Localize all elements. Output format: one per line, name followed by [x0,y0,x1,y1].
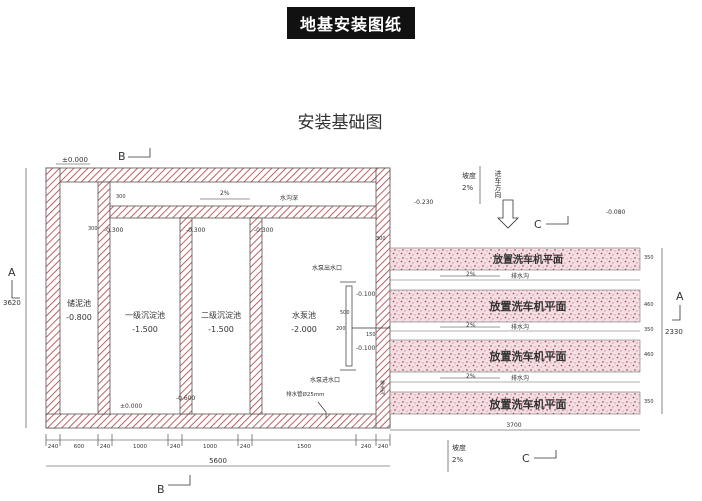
dim-segment-label: 240 [378,444,389,450]
pump-pipes [317,281,390,418]
ditch-pct-1: 2% [466,271,476,278]
page-title-banner: 地基安装图纸 [287,7,415,39]
drawing-title: 安装基础图 [298,113,383,133]
room-level-grit: -0.800 [66,313,92,322]
level-small-3: -0.300 [254,227,274,234]
section-c-top: C [534,218,542,231]
dim-segment-label: 240 [100,444,111,450]
level-apron-right: -0.080 [606,209,626,216]
drainage-right-label: 排水沟 [379,379,385,396]
foundation-drawing: 安装基础图 放置洗车机平面 放置洗车机平面 放置洗车机平面 放置洗车机平面 排水… [0,100,702,497]
slope-bottom-pct: 2% [452,456,463,464]
dim-segment-label: 1000 [203,444,217,450]
ditch-top-pct: 2% [220,190,230,197]
room-level-sed2: -1.500 [208,325,234,334]
dim-right-segment-label: 460 [644,352,654,358]
section-b-top: B [118,150,126,163]
room-level-sed1: -1.500 [132,325,158,334]
section-c-bottom: C [522,452,530,465]
room-label-grit: 储泥池 [67,298,91,308]
section-a-right: A [676,290,684,303]
level-bottom-mid: -0.600 [176,395,196,402]
foundation-plan-svg: 安装基础图 放置洗车机平面 放置洗车机平面 放置洗车机平面 放置洗车机平面 排水… [3,113,684,496]
dim-200: 200 [336,326,346,332]
level-top: ±0.000 [62,156,88,164]
dim-300a: 300 [116,194,126,200]
dim-300b: 300 [88,226,98,232]
room-label-sed2: 二级沉淀池 [201,310,241,320]
section-b-bottom: B [157,483,165,496]
level-small-2: -0.300 [186,227,206,234]
dim-segment-label: 1500 [297,444,311,450]
dim-total: 5600 [209,457,227,465]
dim-left-total: 3620 [3,299,21,307]
ditch-label-1: 排水沟 [511,272,529,280]
platform-label-4: 放置洗车机平面 [489,397,567,411]
ditch-pct-2: 2% [466,322,476,329]
dim-segment-label: 240 [170,444,181,450]
bottom-dimension: 240 600 240 1000 240 1000 240 1500 240 240 [45,434,391,467]
dim-segment-label: 240 [361,444,372,450]
platform-label-1: 放置洗车机平面 [492,253,563,266]
platform-label-2: 放置洗车机平面 [489,299,567,313]
ditch-label-2: 排水沟 [511,323,529,331]
level-small-1: -0.300 [104,227,124,234]
slope-top-pct: 2% [462,184,473,192]
level-apron-left: -0.230 [414,199,434,206]
dim-right-total: 2330 [665,328,683,336]
room-label-pump: 水泵池 [292,310,316,320]
section-a-left: A [8,266,16,279]
dim-right-segment-label: 350 [644,327,654,333]
dim-500: 500 [340,310,350,316]
dim-150: 150 [366,332,376,338]
dim-segment-label: 1000 [133,444,147,450]
room-label-sed1: 一级沉淀池 [125,310,165,320]
slope-bottom-label: 坡度 [452,443,466,452]
dim-right-segment-label: 460 [644,302,654,308]
entry-direction: 进车方向 [494,170,502,198]
dim-300c: 300 [376,236,386,242]
room-level-pump: -2.000 [291,325,317,334]
platform-label-3: 放置洗车机平面 [489,349,567,363]
level-pipe-1: -0.100 [356,291,376,298]
dim-right-segment-label: 350 [644,399,654,405]
dim-right-segment-label: 350 [644,255,654,261]
dim-segment-label: 600 [74,444,85,450]
pump-outlet-label: 水泵出水口 [312,264,342,272]
ditch-top-label: 水沟深 [280,194,298,202]
ditch-label-3: 排水沟 [511,374,529,382]
pump-inlet-label: 水泵进水口 [310,376,340,384]
dim-apron-length: 3700 [506,422,521,429]
level-bottom-left: ±0.000 [120,403,142,410]
wash-platforms [389,247,641,415]
outer-walls [45,167,391,429]
slope-top-label: 坡度 [462,171,476,180]
ditch-pct-3: 2% [466,373,476,380]
dim-segment-label: 240 [48,444,59,450]
drain-pipe-label: 排水管Ø25mm [286,390,325,398]
level-pipe-2: -0.100 [356,345,376,352]
entry-arrow-icon [497,199,519,229]
dim-segment-label: 240 [240,444,251,450]
